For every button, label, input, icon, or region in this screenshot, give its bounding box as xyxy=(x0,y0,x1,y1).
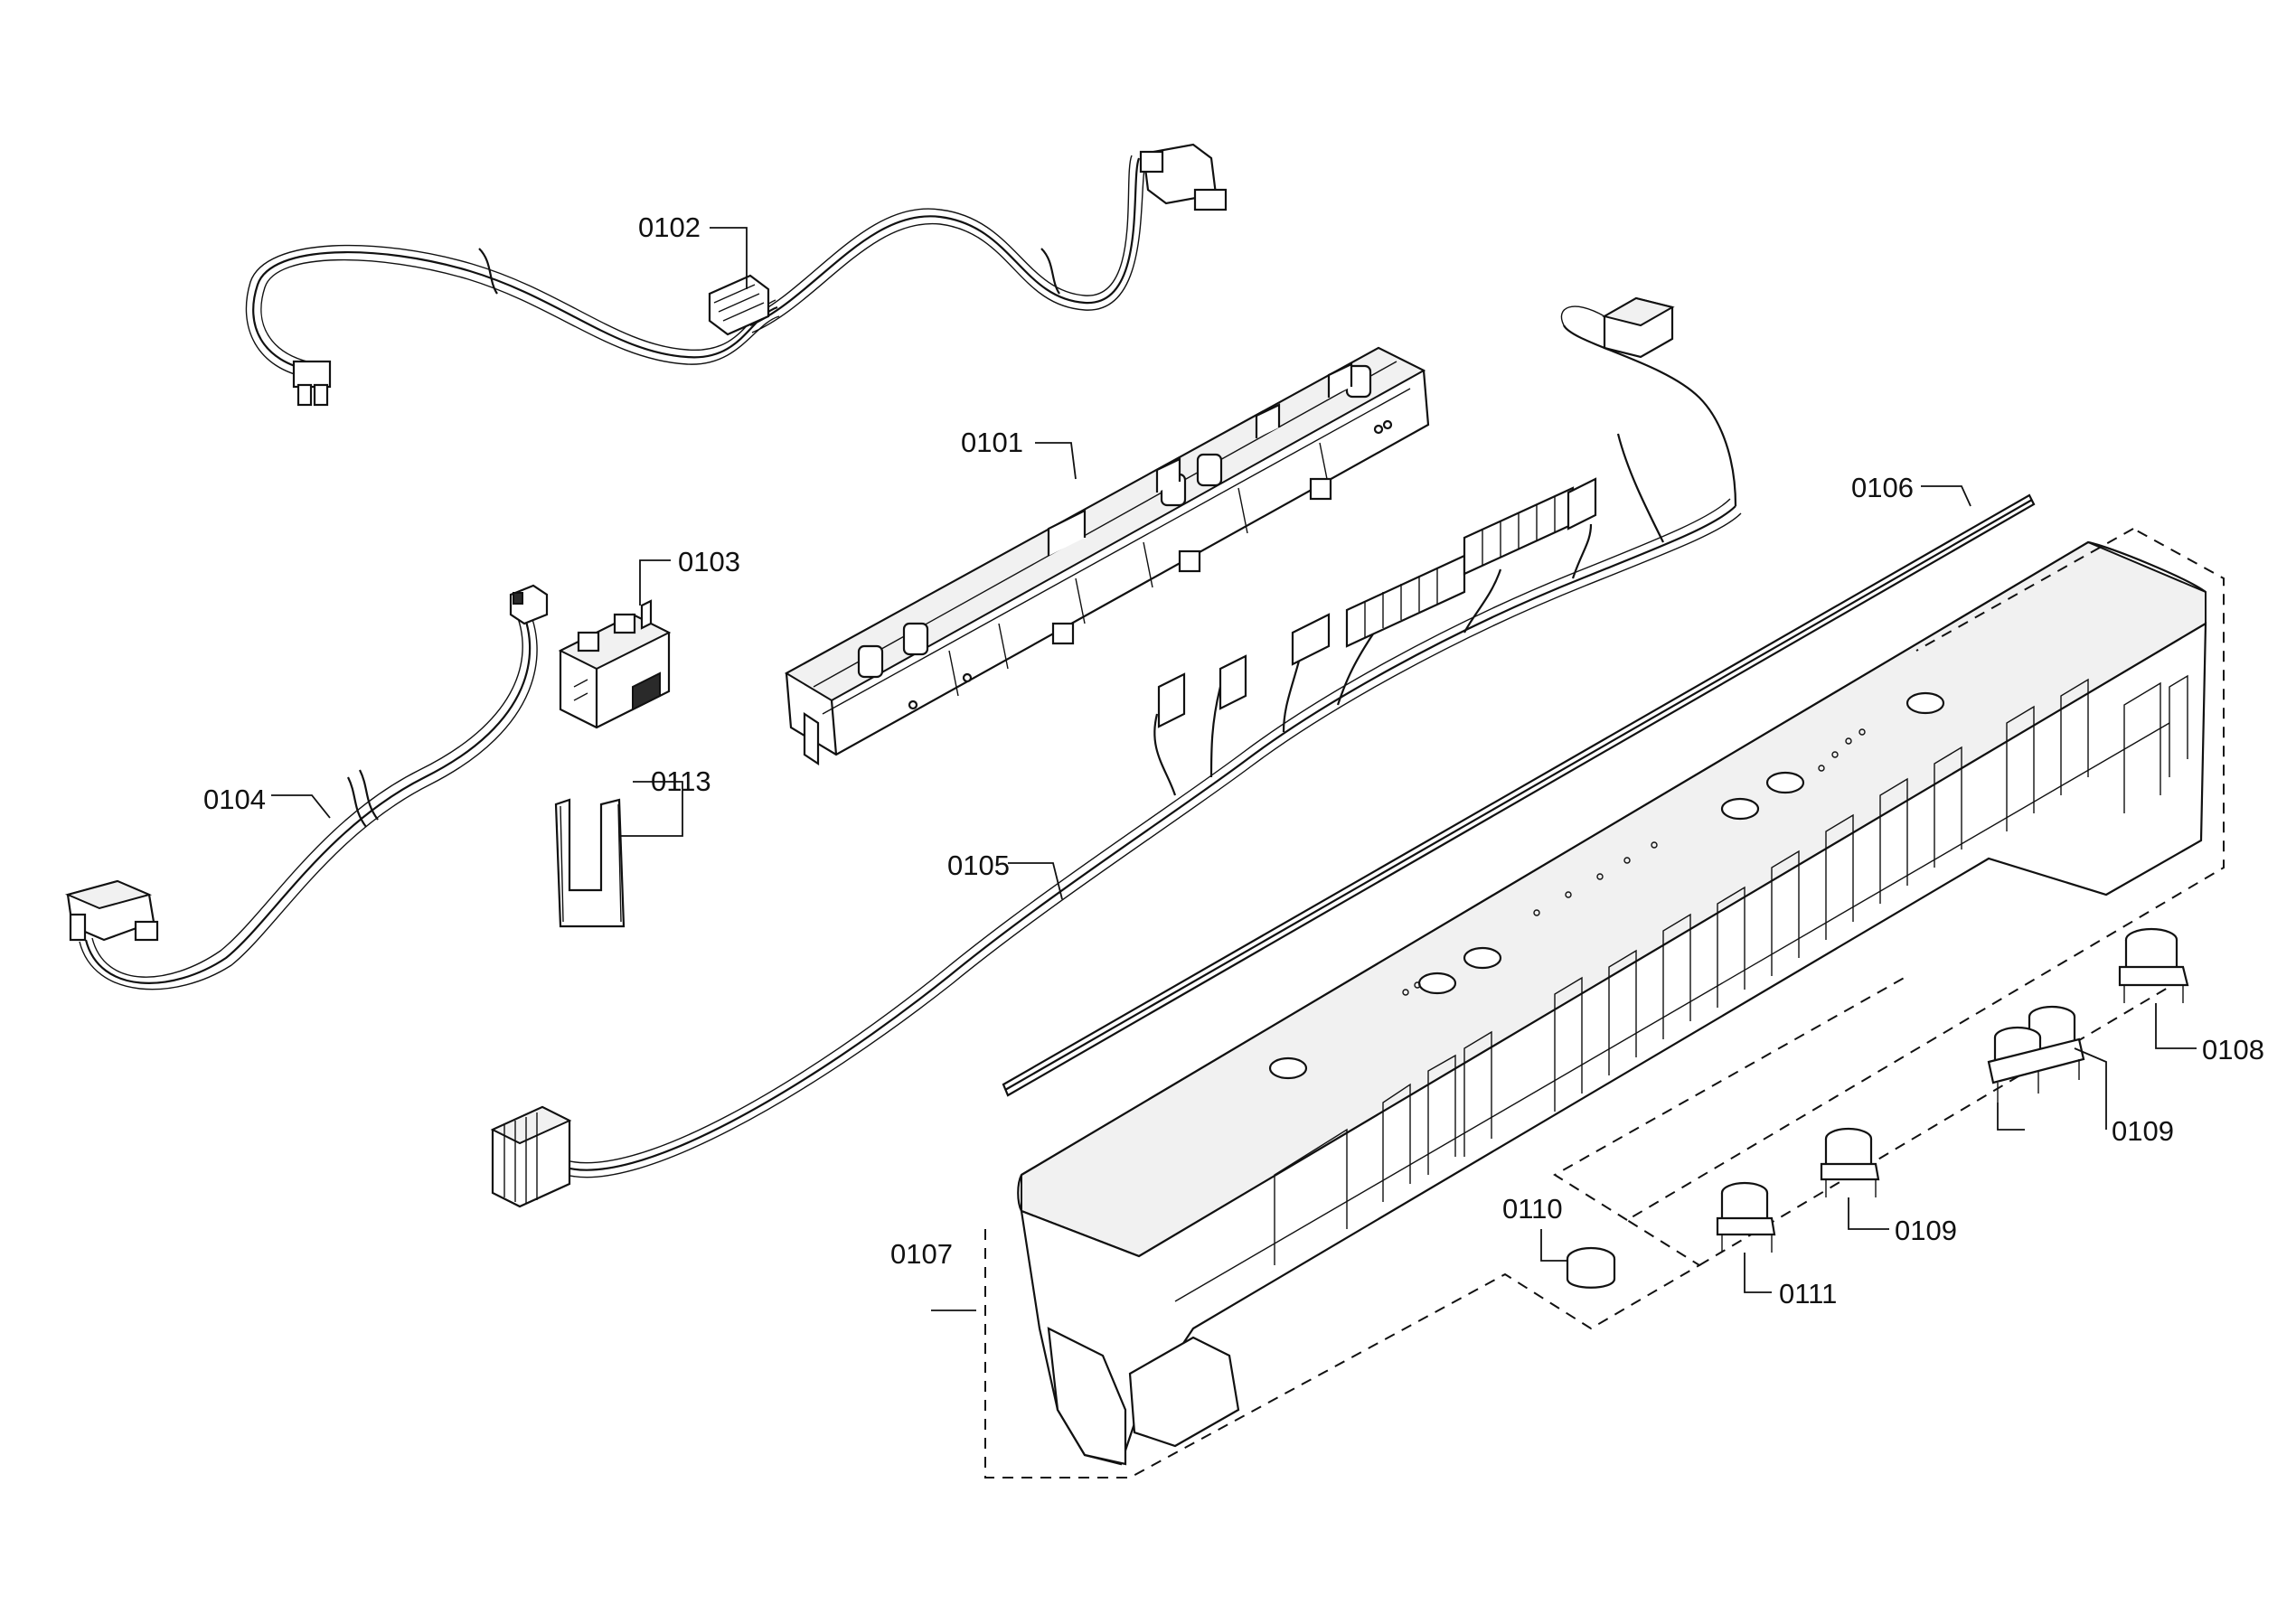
label-0103: 0103 xyxy=(678,546,740,577)
part-0103-door-switch xyxy=(558,599,672,729)
part-0108-push-button xyxy=(2118,927,2189,1003)
panel-clips xyxy=(1274,674,2188,1265)
panel-holes xyxy=(1268,691,1945,1080)
part-0105-main-harness xyxy=(490,296,1742,1208)
part-0101-control-module xyxy=(784,346,1430,766)
part-0113-shim xyxy=(554,798,626,928)
label-0111: 0111 xyxy=(1779,1278,1837,1310)
part-0102-wire-harness xyxy=(245,143,1228,407)
label-0105: 0105 xyxy=(947,850,1010,881)
part-0104-switch-cable xyxy=(64,584,549,990)
part-0109-double-button xyxy=(1987,1005,2085,1103)
label-0110: 0110 xyxy=(1502,1193,1563,1225)
label-0102: 0102 xyxy=(638,211,701,243)
label-0104: 0104 xyxy=(203,784,266,815)
label-0107: 0107 xyxy=(890,1238,953,1270)
part-0107-panel-housing xyxy=(984,528,2225,1478)
leader-lines xyxy=(271,227,2197,1311)
part-0109-single-button xyxy=(1820,1127,1880,1197)
part-0111-button xyxy=(1716,1181,1776,1253)
label-0101: 0101 xyxy=(961,427,1023,458)
part-0110-button-cap xyxy=(1566,1246,1616,1289)
label-0109-lower: 0109 xyxy=(1895,1215,1957,1246)
callout-labels: 0101 0102 0103 0104 0105 0106 0107 0108 … xyxy=(203,211,2264,1310)
label-0109-upper: 0109 xyxy=(2112,1115,2174,1147)
label-0113: 0113 xyxy=(651,765,711,797)
label-0106: 0106 xyxy=(1851,472,1914,503)
label-0108: 0108 xyxy=(2202,1034,2264,1065)
part-0106-seal-strip xyxy=(1002,493,2036,1097)
